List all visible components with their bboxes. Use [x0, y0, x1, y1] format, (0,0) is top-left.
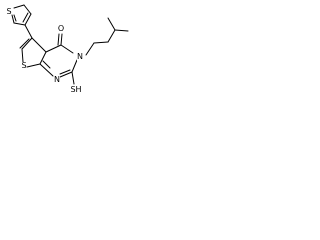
bond	[59, 69, 71, 75]
pyrimidine-ring	[39, 44, 78, 78]
bond	[107, 29, 116, 43]
bond	[93, 41, 109, 44]
bond	[24, 24, 33, 39]
atom-label-s-fused: S	[21, 61, 27, 70]
bond	[26, 63, 41, 68]
bond	[23, 4, 32, 15]
bond	[114, 29, 129, 32]
atom-label-sh: SH	[70, 85, 82, 94]
bond	[21, 48, 24, 63]
bond	[11, 14, 15, 24]
bond	[59, 71, 73, 78]
bond	[71, 71, 75, 85]
molecule-diagram: S S N N O SH	[0, 0, 129, 115]
bond	[31, 37, 47, 53]
molecule-bonds	[11, 4, 129, 85]
bond	[13, 4, 25, 9]
isopentyl-chain	[85, 17, 129, 56]
bond	[45, 44, 62, 53]
atom-label-s-upper: S	[6, 7, 12, 16]
atom-label-n-upper: N	[77, 52, 83, 61]
upper-thiophene-ring	[11, 4, 32, 26]
atom-label-o: O	[57, 24, 65, 33]
bond	[13, 14, 17, 22]
bond	[19, 38, 30, 49]
atom-label-n-lower: N	[54, 75, 60, 84]
bond	[22, 12, 29, 23]
bond	[107, 17, 116, 31]
bond	[39, 51, 47, 65]
bond	[71, 59, 78, 73]
bond	[60, 33, 63, 46]
bond	[60, 44, 74, 54]
bond	[42, 60, 51, 69]
bond	[24, 13, 32, 26]
fused-thiophene-ring	[19, 37, 47, 68]
bond	[85, 42, 95, 56]
bond	[39, 63, 54, 77]
bond	[21, 37, 33, 50]
bond	[57, 33, 60, 46]
bond	[13, 22, 26, 26]
